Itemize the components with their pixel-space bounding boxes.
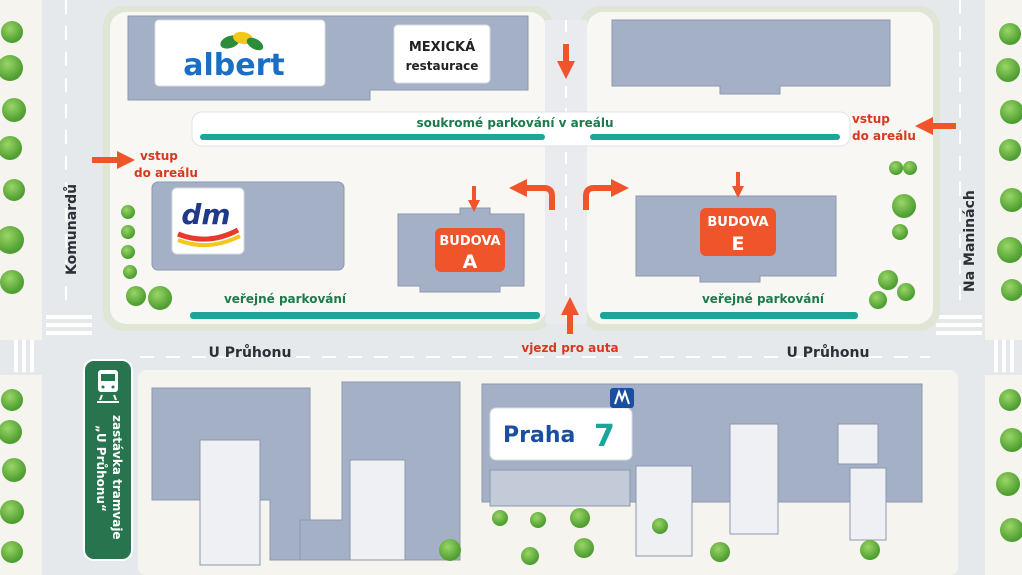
- dm-building: [151, 181, 345, 271]
- street-na-maninach: Na Maninách: [962, 190, 978, 292]
- turn-left-arrow: [509, 179, 555, 210]
- praha7-sign: [489, 407, 633, 461]
- dm-logo: dm: [181, 198, 230, 231]
- metro-icon: [610, 388, 634, 408]
- tram-stop-name: „U Průhonu“: [94, 425, 108, 512]
- tram-icon: [97, 370, 119, 403]
- trees: [0, 21, 1022, 565]
- building-e-sign: [700, 208, 776, 256]
- praha7-number: 7: [594, 419, 615, 454]
- private-parking: [191, 111, 851, 147]
- street-komunardu: Komunardů: [63, 184, 80, 275]
- building-north-east: [611, 19, 891, 95]
- building-e-letter: E: [732, 233, 745, 255]
- entrance-west-line1: vstup: [140, 149, 178, 163]
- albert-name: albert: [183, 48, 284, 83]
- restaurant-title: MEXICKÁ: [409, 39, 475, 55]
- praha7-name: Praha: [503, 423, 575, 448]
- turn-right-arrow: [583, 179, 629, 210]
- albert-logo: [220, 31, 264, 51]
- entrance-east-line2: do areálu: [852, 129, 916, 143]
- public-parking-right: [600, 312, 858, 319]
- restaurant-subtitle: restaurace: [406, 59, 479, 73]
- tram-stop-sign: [83, 359, 133, 561]
- entrance-west-line2: do areálu: [134, 166, 198, 180]
- street-u-pruhonu-right: U Průhonu: [787, 344, 870, 361]
- street-u-pruhonu-left: U Průhonu: [209, 344, 292, 361]
- public-parking-right-label: veřejné parkování: [702, 292, 825, 306]
- public-parking-left: [190, 312, 540, 319]
- car-entry-label: vjezd pro auta: [521, 341, 618, 355]
- tram-stop-label: zastávka tramvaje: [110, 415, 124, 540]
- building-e-label: BUDOVA: [707, 215, 768, 230]
- private-parking-label: soukromé parkování v areálu: [416, 116, 613, 130]
- crosswalks: [14, 315, 1014, 372]
- entrance-east-line1: vstup: [852, 112, 890, 126]
- building-a-label: BUDOVA: [439, 234, 500, 249]
- public-parking-left-label: veřejné parkování: [224, 292, 347, 306]
- building-a-letter: A: [463, 251, 478, 273]
- building-a-sign: [435, 228, 505, 272]
